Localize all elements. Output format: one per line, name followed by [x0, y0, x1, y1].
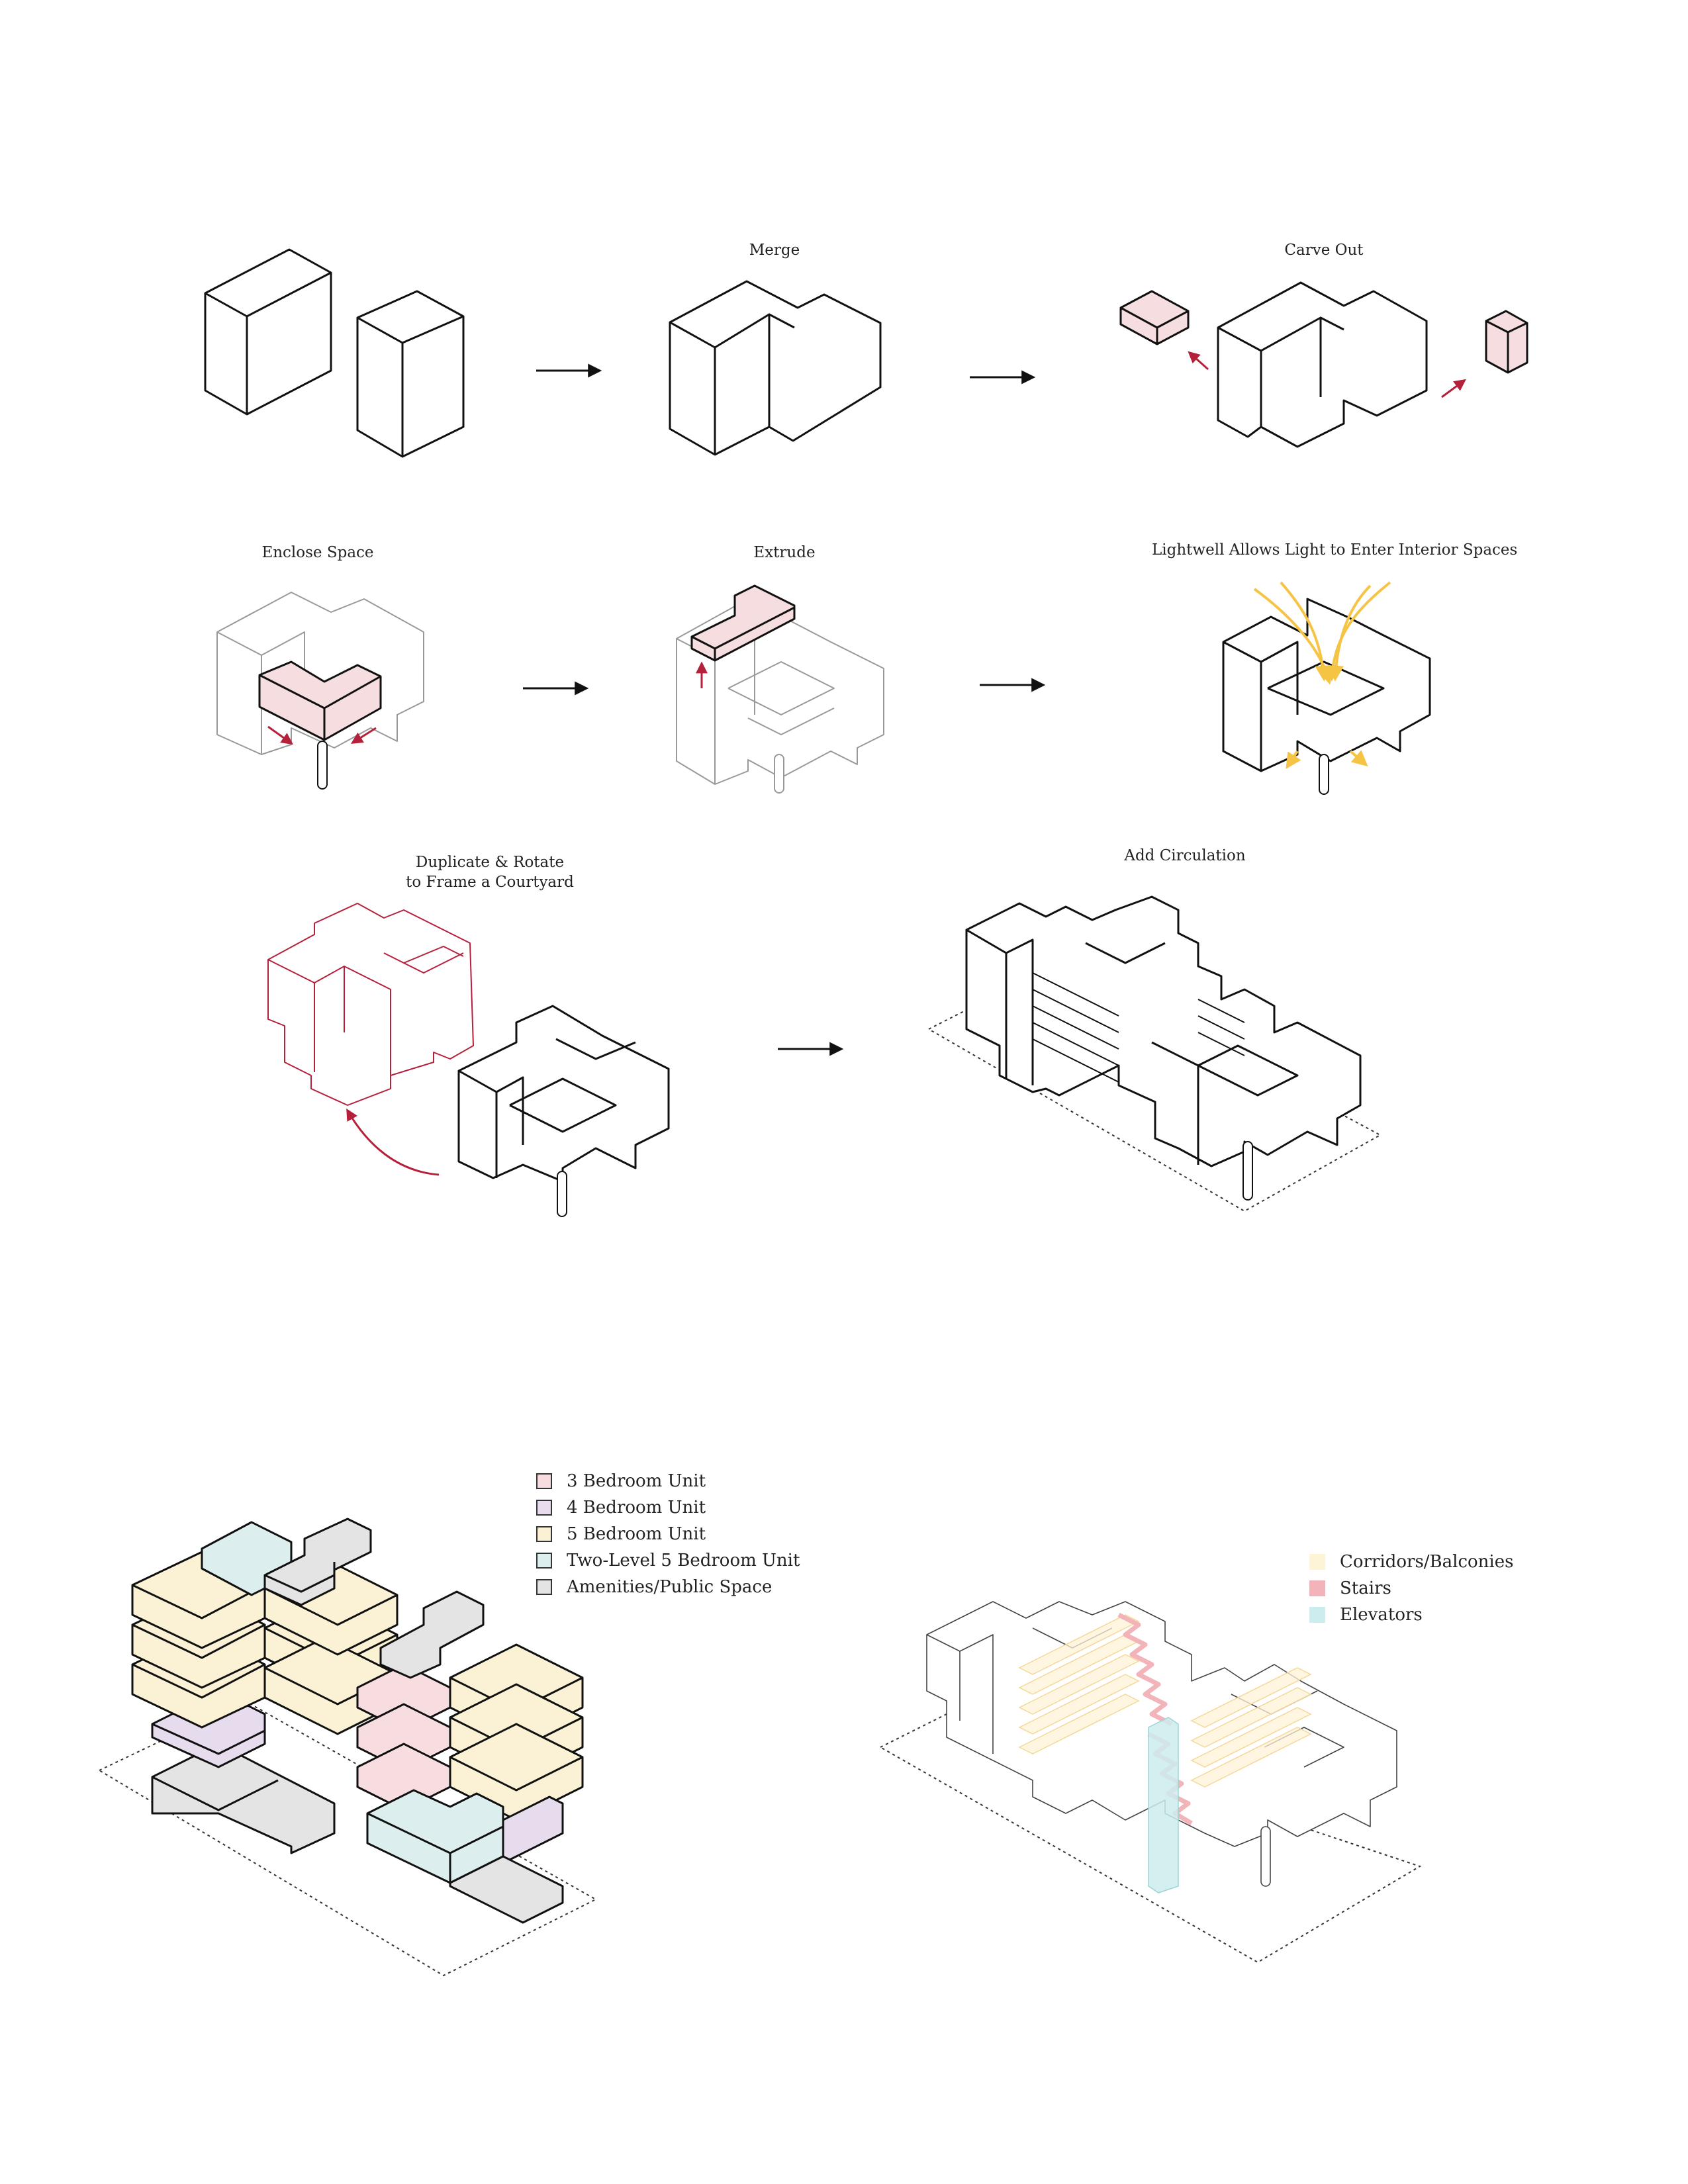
carved-piece-left: [1119, 290, 1190, 345]
swatch-two-level: [536, 1553, 552, 1569]
legend-item: Elevators: [1309, 1602, 1513, 1628]
extrude-volume: [690, 584, 796, 662]
original-column: [557, 1171, 567, 1217]
legend-label: Two-Level 5 Bedroom Unit: [567, 1551, 800, 1570]
carve-arrow-right: [1441, 379, 1466, 398]
swatch-stairs: [1309, 1580, 1325, 1596]
elevator-shaft: [1148, 1717, 1179, 1893]
circulation-mass: [965, 895, 1362, 1167]
rotate-arrow: [346, 1108, 440, 1176]
legend-label: Corridors/Balconies: [1340, 1552, 1514, 1572]
label-extrude: Extrude: [753, 544, 816, 561]
label-duplicate-line1: Duplicate & Rotate: [415, 854, 565, 871]
unit-program-legend: 3 Bedroom Unit 4 Bedroom Unit 5 Bedroom …: [536, 1468, 800, 1600]
corridor-bands: [1018, 1614, 1312, 1788]
swatch-5-bedroom: [536, 1526, 552, 1542]
duplicated-mass: [267, 903, 474, 1106]
legend-label: 3 Bedroom Unit: [567, 1471, 706, 1491]
legend-item: Two-Level 5 Bedroom Unit: [536, 1547, 800, 1574]
legend-label: 4 Bedroom Unit: [567, 1498, 706, 1518]
merged-mass: [669, 280, 882, 456]
circulation-balconies: [1032, 972, 1245, 1083]
circulation-diagram-site: [878, 1709, 1422, 1964]
carved-piece-right: [1485, 310, 1528, 374]
label-merge: Merge: [749, 242, 800, 259]
lightwell-column: [1319, 754, 1329, 795]
legend-item: Stairs: [1309, 1575, 1513, 1602]
lightwell-mass: [1222, 598, 1431, 772]
original-mass: [457, 1005, 670, 1183]
swatch-4-bedroom: [536, 1500, 552, 1516]
label-duplicate-line2: to Frame a Courtyard: [406, 874, 574, 891]
legend-label: Amenities/Public Space: [567, 1577, 773, 1597]
swatch-elevators: [1309, 1607, 1325, 1623]
carve-arrow-left: [1188, 351, 1209, 371]
legend-item: 3 Bedroom Unit: [536, 1468, 800, 1494]
legend-item: 4 Bedroom Unit: [536, 1494, 800, 1521]
legend-label: Stairs: [1340, 1578, 1391, 1598]
label-carve-out: Carve Out: [1284, 242, 1364, 259]
legend-item: 5 Bedroom Unit: [536, 1521, 800, 1547]
label-enclose-space: Enclose Space: [261, 544, 374, 561]
initial-masses: [204, 248, 465, 458]
label-add-circulation: Add Circulation: [1124, 847, 1246, 864]
circulation-legend: Corridors/Balconies Stairs Elevators: [1309, 1549, 1513, 1628]
carved-mass: [1217, 281, 1428, 448]
legend-item: Corridors/Balconies: [1309, 1549, 1513, 1575]
enclose-arrow-right: [350, 727, 377, 744]
enclose-infill: [258, 660, 382, 741]
swatch-amenities: [536, 1579, 552, 1595]
program-massing: [131, 1518, 584, 1924]
legend-item: Amenities/Public Space: [536, 1574, 800, 1600]
circulation-diagram-column: [1260, 1826, 1271, 1887]
sunlight-rays: [1253, 581, 1391, 770]
circulation-column: [1243, 1141, 1253, 1201]
legend-label: 5 Bedroom Unit: [567, 1524, 706, 1544]
enclose-column: [317, 741, 328, 790]
enclose-arrow-left: [267, 725, 293, 745]
label-lightwell: Lightwell Allows Light to Enter Interior…: [1152, 541, 1518, 559]
legend-label: Elevators: [1340, 1605, 1423, 1625]
swatch-3-bedroom: [536, 1473, 552, 1489]
extrude-column: [774, 754, 784, 794]
swatch-corridors: [1309, 1554, 1325, 1570]
